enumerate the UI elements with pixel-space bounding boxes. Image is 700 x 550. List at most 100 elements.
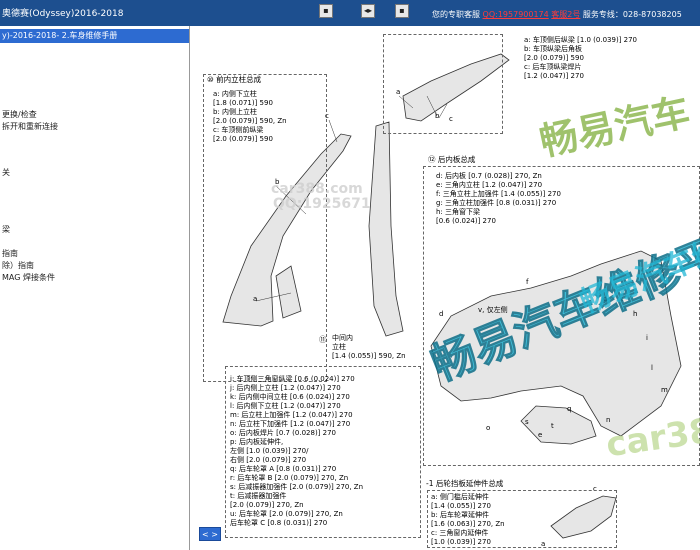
legend-line: 右侧 [2.0 (0.079)] 270 — [230, 456, 307, 464]
sidebar-selected-item[interactable]: y)-2016-2018- 2.车身维修手册 — [0, 29, 189, 43]
legend-line: a: 车顶侧后纵梁 [1.0 (0.039)] 270 — [524, 36, 638, 44]
leader-line — [275, 185, 307, 215]
sidebar-item[interactable]: MAG 焊接条件 — [2, 273, 55, 282]
legend-line: l: 后内侧下立柱 [1.2 (0.047)] 270 — [230, 402, 341, 410]
contact-prefix: 您的专职客服 — [432, 10, 480, 19]
legend-line: m: 后立柱上加强件 [1.2 (0.047)] 270 — [230, 411, 353, 419]
sidebar-item[interactable]: 指南 — [2, 249, 18, 258]
leader-line — [438, 103, 448, 119]
callout-t: s — [525, 418, 529, 426]
center-pillar-shape — [368, 121, 404, 337]
callout-e: e — [538, 431, 542, 439]
callout-c3: c — [593, 485, 597, 493]
legend-line: a: 侧门槛后延伸件 — [431, 493, 489, 501]
legend-line: h: 三角窗下梁 — [436, 208, 481, 216]
legend-line: [1.6 (0.063)] 270, Zn — [431, 520, 505, 528]
front-pillar-title: ⑩ 前内立柱总成 — [207, 75, 262, 84]
legend-line: [2.0 (0.079)] 590 — [524, 54, 584, 62]
contact-info: 您的专职客服 QQ:1957900174 客服2号 服务专线：028-87038… — [432, 9, 682, 20]
callout-b2: b — [435, 112, 440, 120]
wheel-extension-title: -1 后轮挡板延伸件总成 — [426, 479, 504, 488]
legend-line: 左侧 [1.0 (0.039)] 270/ — [230, 447, 309, 455]
window-title: 奥德赛(Odyssey)2016-2018 — [2, 9, 124, 19]
legend-line: s: 后减振器加强件 [2.0 (0.079)] 270, Zn — [230, 483, 364, 491]
legend-line: f: 三角立柱上加强件 [1.4 (0.055)] 270 — [436, 190, 561, 198]
left-only-note: v, 仅左侧 — [478, 306, 508, 314]
legend-line: a: 内侧下立柱 — [213, 90, 257, 98]
callout-m: m — [661, 386, 668, 394]
callout-l: l — [651, 364, 653, 372]
leader-line — [255, 292, 292, 302]
callout-a3: a — [541, 540, 545, 548]
legend-line: 中间内 — [332, 334, 353, 342]
callout-q: o — [486, 424, 490, 432]
callout-a: a — [253, 295, 257, 303]
center-pillar-number: ⑪ — [319, 335, 327, 344]
legend-line: e: 三角内立柱 [1.2 (0.047)] 270 — [436, 181, 543, 189]
callout-g: g — [603, 295, 607, 303]
front-pillar-lower-shape — [275, 265, 302, 319]
title-bar: 奥德赛(Odyssey)2016-2018 ▪ ◂▸ ▪ 您的专职客服 QQ:1… — [0, 0, 700, 26]
roof-rail-shape — [402, 53, 510, 122]
legend-line: q: 后车轮罩 A [0.8 (0.031)] 270 — [230, 465, 337, 473]
watermark-faint-1: car388.com — [271, 181, 363, 197]
leader-line — [398, 95, 414, 109]
legend-line: 立柱 — [332, 343, 346, 351]
roof-rail-box — [383, 34, 503, 134]
callout-d: d — [439, 310, 443, 318]
callout-i: i — [646, 334, 648, 342]
legend-line: j: 后内侧上立柱 [1.2 (0.047)] 270 — [230, 384, 341, 392]
leader-line — [426, 95, 438, 117]
front-pillar-shape — [222, 133, 352, 327]
legend-line: 后车轮罩 C [0.8 (0.031)] 270 — [230, 519, 328, 527]
legend-line: d: 后内板 [0.7 (0.028)] 270, Zn — [436, 172, 542, 180]
callout-b: b — [275, 178, 280, 186]
rear-inner-panel-shape — [430, 250, 682, 437]
legend-line: g: 三角立柱加强件 [0.8 (0.031)] 270 — [436, 199, 557, 207]
legend-line: [0.6 (0.024)] 270 — [436, 217, 496, 225]
legend-line: [2.0 (0.079)] 590, Zn — [213, 117, 287, 125]
callout-a2: a — [396, 88, 400, 96]
legend-line: c: 三角窗内延伸件 — [431, 529, 489, 537]
callout-k: k — [619, 295, 624, 303]
qq-link[interactable]: QQ:1957900174 — [482, 10, 549, 19]
sidebar-item[interactable]: 拆开和重新连接 — [2, 122, 58, 131]
front-pillar-box — [203, 74, 327, 382]
diagram-drawing: a b c a b c d e f g k h i l m n q s t o … — [222, 53, 682, 548]
wheel-extension-shape — [550, 495, 617, 539]
diagram-area: a b c a b c d e f g k h i l m n q s t o … — [191, 26, 700, 550]
toolbar-button-2[interactable]: ◂▸ — [361, 4, 375, 18]
page-nav-button[interactable]: < > — [199, 527, 221, 541]
legend-line: [1.4 (0.055)] 270 — [431, 502, 491, 510]
sidebar-item[interactable]: 关 — [2, 168, 10, 177]
legend-line: [2.0 (0.079)] 270, Zn — [230, 501, 304, 509]
callout-n: n — [606, 416, 610, 424]
sidebar-item[interactable]: 更换/检查 — [2, 110, 37, 119]
legend-line: o: 后内板焊片 [0.7 (0.028)] 270 — [230, 429, 336, 437]
callout-s: q — [567, 405, 571, 413]
legend-line: t: 后减振器加强件 — [230, 492, 287, 500]
callout-h: h — [633, 310, 637, 318]
toolbar-button-1[interactable]: ▪ — [319, 4, 333, 18]
leader-line — [328, 119, 338, 143]
sidebar-item[interactable]: 梁 — [2, 225, 10, 234]
legend-line: b: 后车轮罩延伸件 — [431, 511, 490, 519]
toolbar-button-3[interactable]: ▪ — [395, 4, 409, 18]
legend-line: n: 后立柱下加强件 [1.2 (0.047)] 270 — [230, 420, 351, 428]
qq-name-link[interactable]: 客服2号 — [551, 10, 581, 19]
sidebar-tree: y)-2016-2018- 2.车身维修手册 更换/检查 拆开和重新连接 关 梁… — [0, 26, 190, 550]
legend-line: [1.2 (0.047)] 270 — [524, 72, 584, 80]
callout-f: f — [526, 278, 529, 286]
legend-line: p: 后内板延伸件, — [230, 438, 284, 446]
sidebar-item[interactable]: 除）指南 — [2, 261, 34, 270]
callout-u: t — [551, 422, 554, 430]
legend-line: r: 后车轮罩 B [2.0 (0.079)] 270, Zn — [230, 474, 349, 482]
legend-line: c: 后车顶纵梁焊片 — [524, 63, 582, 71]
legend-line: [1.0 (0.039)] 270 — [431, 538, 491, 546]
lower-list-box — [225, 366, 421, 538]
legend-line: b: 内侧上立柱 — [213, 108, 258, 116]
legend-line: u: 后车轮罩 [2.0 (0.079)] 270, Zn — [230, 510, 343, 518]
wheel-extension-box — [427, 490, 617, 548]
legend-line: c: 车顶侧前纵梁 — [213, 126, 264, 134]
legend-line: b: 车顶纵梁后角板 — [524, 45, 583, 53]
